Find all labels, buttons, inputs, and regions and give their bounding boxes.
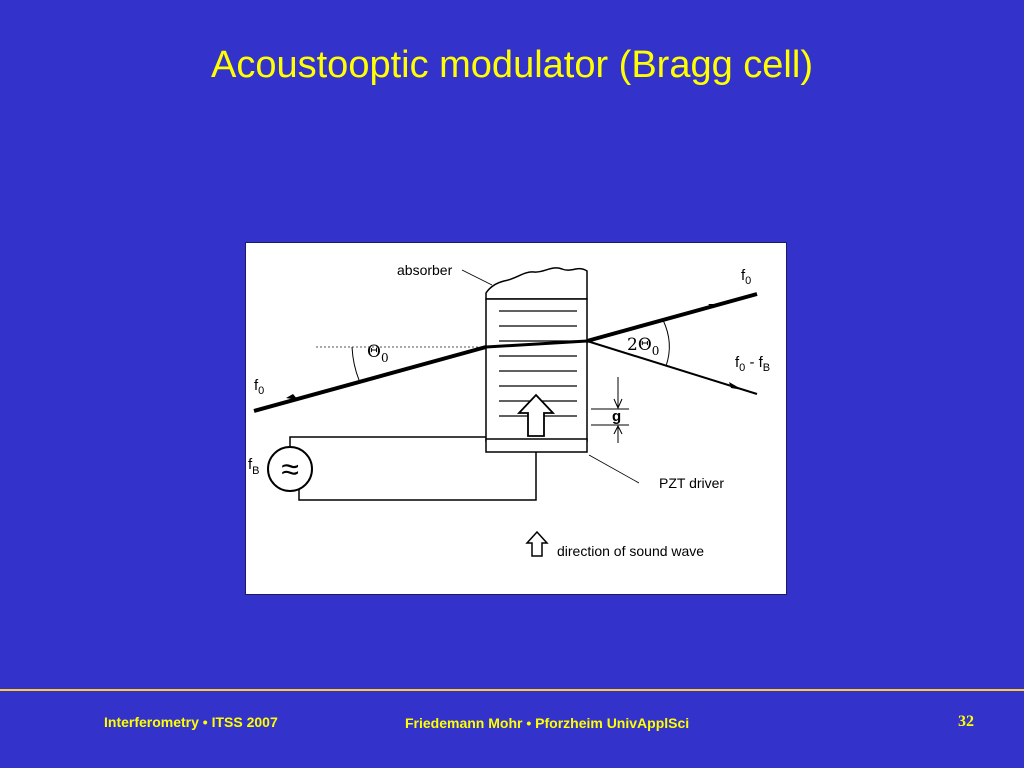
footer-author: Friedemann Mohr • Pforzheim UnivApplSci [405,715,690,731]
acoustic-wavefronts [499,310,577,417]
fb-label: fB [248,456,260,477]
absorber-top [485,267,588,300]
theta0-label: Θ0 [367,342,389,365]
g-label: g [612,408,621,425]
pzt-leader [588,454,640,484]
pzt-transducer [485,438,588,453]
slide-title: Acoustooptic modulator (Bragg cell) [211,44,813,86]
absorber-label: absorber [397,262,453,278]
two-theta0-arc [662,319,670,367]
oscillator-symbol: ≈ [281,451,299,487]
bragg-cell-diagram: ≈ absorber f0 Θ0 2Θ0 f0 f0 - fB g fB PZT… [245,242,787,595]
incident-beam [253,345,487,413]
f0-minus-fb-label: f0 - fB [735,354,770,374]
sound-direction-arrow [516,393,556,437]
pzt-driver-label: PZT driver [659,475,724,491]
theta0-arc [351,346,360,381]
f0-in-label: f0 [254,377,264,397]
f0-out-label: f0 [741,267,751,287]
two-theta0-label: 2Θ0 [627,335,659,358]
diagram-svg: ≈ absorber f0 Θ0 2Θ0 f0 f0 - fB g fB PZT… [248,262,770,559]
transmitted-beam-arrow [708,304,724,312]
legend-sound-arrow-icon [525,530,549,557]
page-number: 32 [958,713,974,730]
absorber-leader [461,269,493,286]
incident-beam-arrow [283,394,298,404]
transmitted-beam [586,292,758,343]
footer-divider [0,689,1024,691]
diffracted-beam-arrow [726,382,743,393]
gap-marker [591,377,629,443]
diffracted-beam [586,340,758,395]
beam-inside-cell [485,339,588,349]
oscillator-circle [267,446,313,492]
sound-wave-legend-label: direction of sound wave [557,543,704,559]
footer-course: Interferometry • ITSS 2007 [104,714,278,730]
